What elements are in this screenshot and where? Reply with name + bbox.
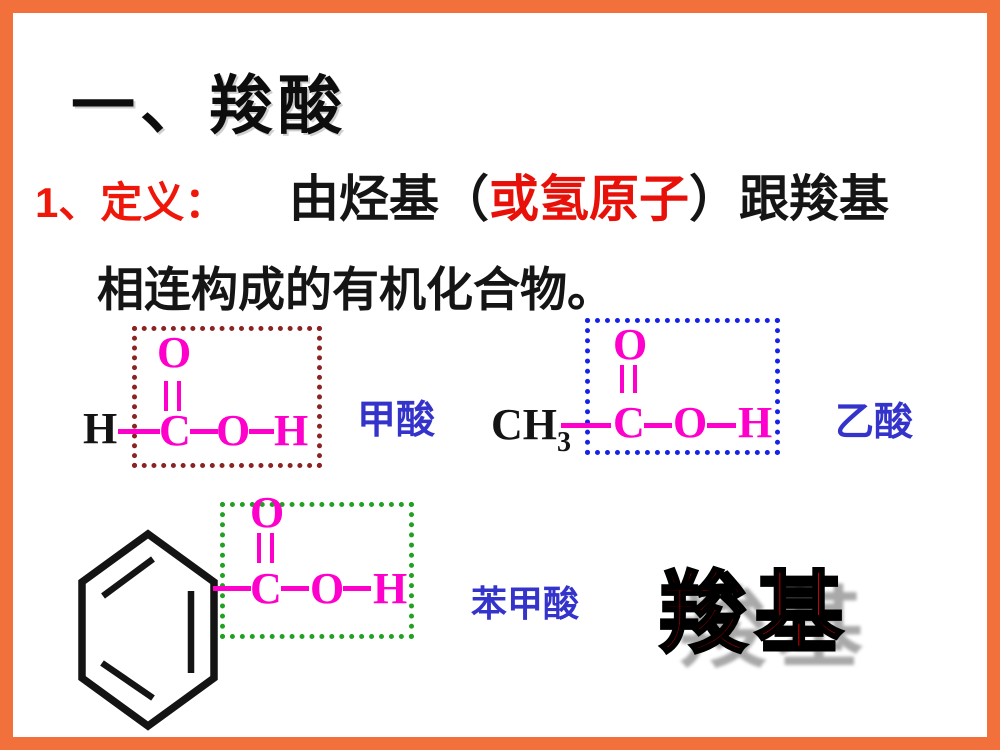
formic-double-bond-line	[177, 381, 181, 411]
formic-hydroxyl-o-atom: O	[216, 406, 251, 455]
benzoic-acid-name-label: 苯甲酸	[471, 583, 580, 624]
acetic-double-bond-line	[620, 365, 624, 393]
formic-double-bond-line	[164, 381, 168, 411]
definition-text-before: 由烃基（	[289, 171, 489, 227]
benzoic-c-atom: C	[250, 564, 282, 613]
acetic-hydroxyl-o-atom: O	[673, 398, 708, 447]
acetic-methyl-subscript: 3	[557, 427, 571, 458]
formic-carbonyl-o-atom: O	[157, 328, 192, 377]
benzoic-carboxyl-highlight-box	[220, 502, 414, 639]
formic-o-h-bond	[249, 429, 274, 434]
carboxyl-group-callout: 羧基	[657, 566, 852, 666]
acetic-methyl-group: CH3	[491, 400, 571, 457]
acetic-c-o-bond	[644, 423, 672, 428]
definition-text-red: 或氢原子	[489, 171, 689, 227]
formic-h-c-bond	[118, 429, 160, 434]
definition-number-label: 1、定义：	[35, 179, 227, 226]
definition-text-line2: 相连构成的有机化合物。	[97, 263, 614, 316]
benzoic-o-h-bond	[343, 586, 371, 591]
benzoic-double-bond-line	[270, 533, 274, 563]
formic-outer-h-atom: H	[83, 404, 118, 453]
acetic-hydroxyl-h-atom: H	[738, 398, 773, 447]
acetic-carboxyl-highlight-box	[585, 318, 780, 455]
acetic-double-bond-line	[633, 365, 637, 393]
acetic-o-h-bond	[707, 423, 736, 428]
benzoic-ring-c-bond	[213, 586, 251, 591]
formic-c-o-bond	[190, 429, 218, 434]
formic-carboxyl-highlight-box	[132, 326, 322, 468]
benzoic-c-o-bond	[281, 586, 309, 591]
benzoic-hydroxyl-o-atom: O	[310, 564, 345, 613]
acetic-ch3-c-bond	[561, 423, 611, 428]
formic-acid-name-label: 甲酸	[357, 399, 436, 442]
benzene-ring	[78, 529, 218, 731]
definition-text-after: ）跟羧基	[689, 171, 889, 227]
benzoic-double-bond-line	[257, 533, 261, 563]
slide-title: 一、羧酸	[71, 71, 347, 142]
benzoic-carbonyl-o-atom: O	[250, 488, 285, 537]
formic-c-atom: C	[159, 406, 191, 455]
acetic-carbonyl-o-atom: O	[613, 320, 648, 369]
acetic-acid-name-label: 乙酸	[835, 401, 914, 444]
definition-text-line1: 由烃基（或氢原子）跟羧基	[289, 159, 889, 231]
formic-hydroxyl-h-atom: H	[274, 406, 309, 455]
acetic-c-atom: C	[613, 398, 645, 447]
benzoic-hydroxyl-h-atom: H	[373, 564, 408, 613]
acetic-methyl-ch: CH	[491, 400, 557, 449]
